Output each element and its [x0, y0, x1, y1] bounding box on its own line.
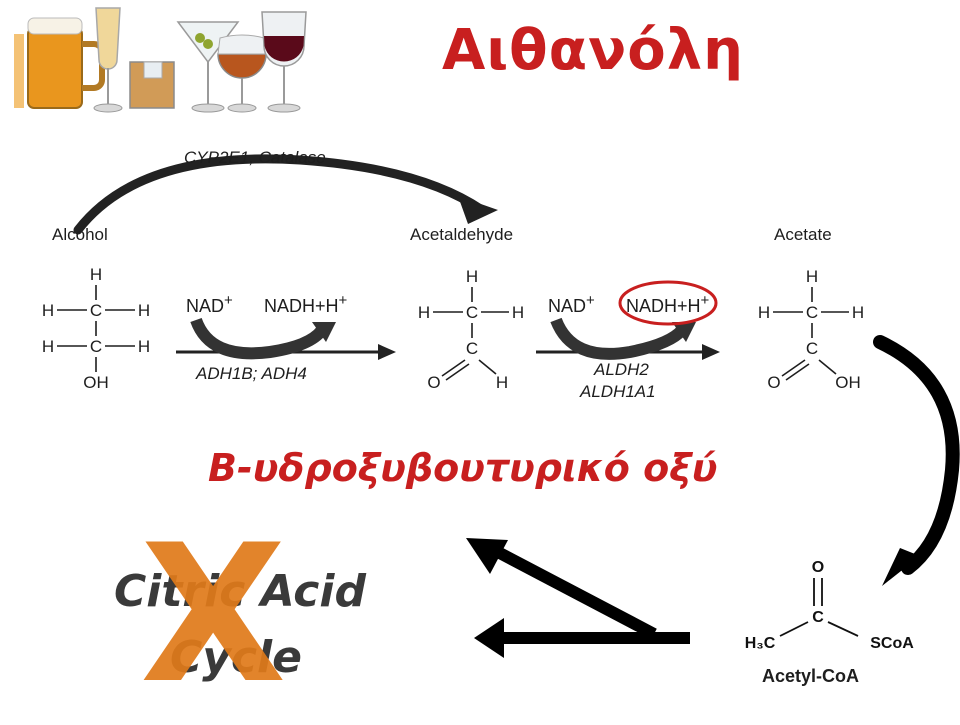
step2-enzyme-aldh1a1: ALDH1A1: [580, 382, 656, 401]
acetaldehyde-structure: H H C H C O H: [418, 267, 524, 392]
champagne-glass-icon: [93, 7, 123, 113]
atom-h3c: H₃C: [745, 635, 776, 652]
atom-c: C: [466, 303, 478, 322]
atom-h: H: [90, 265, 102, 284]
atom-h: H: [496, 373, 508, 392]
atom-h: H: [138, 301, 150, 320]
atom-scoa: SCoA: [870, 635, 914, 652]
atom-o: O: [812, 559, 824, 576]
cognac-glass-icon: [217, 34, 267, 113]
citric-cycle-line1: Citric Acid: [114, 566, 366, 617]
step2-nadh: NADH+H+: [626, 292, 710, 316]
whisky-glass-icon: [129, 61, 175, 109]
atom-c: C: [806, 339, 818, 358]
step1-nad: NAD+: [186, 292, 233, 316]
page-title: Αιθανόλη: [442, 18, 745, 83]
atom-o: O: [767, 373, 780, 392]
atom-oh: OH: [835, 373, 861, 392]
atom-h: H: [512, 303, 524, 322]
atom-h: H: [42, 301, 54, 320]
acetate-label: Acetate: [774, 225, 832, 244]
ethanol-structure: H H C H H C H OH: [42, 265, 150, 392]
atom-c: C: [466, 339, 478, 358]
atom-h: H: [466, 267, 478, 286]
atom-oh: OH: [83, 373, 109, 392]
atom-h: H: [42, 337, 54, 356]
atom-c: C: [812, 609, 824, 626]
acetyl-coa-structure: O C H₃C SCoA: [745, 559, 914, 652]
blocked-x-mark: X: [140, 504, 287, 725]
subtitle-bhb: Β-υδροξυβουτυρικό οξύ: [208, 446, 718, 490]
atom-h: H: [852, 303, 864, 322]
acetaldehyde-label: Acetaldehyde: [410, 225, 514, 244]
step2-enzyme-aldh2: ALDH2: [594, 360, 649, 379]
drinks-illustration: [14, 7, 307, 113]
atom-h: H: [758, 303, 770, 322]
step1-nadh: NADH+H+: [264, 292, 348, 316]
top-enzymes-label: CYP2E1, Catalase: [184, 148, 326, 167]
alcohol-label: Alcohol: [52, 225, 108, 244]
atom-h: H: [418, 303, 430, 322]
atom-o: O: [427, 373, 440, 392]
step1-enzymes: ADH1B; ADH4: [196, 364, 307, 383]
atom-h: H: [806, 267, 818, 286]
step2-nad: NAD+: [548, 292, 595, 316]
acetate-structure: H H C H C O OH: [758, 267, 864, 392]
atom-c: C: [90, 337, 102, 356]
beer-mug-icon: [14, 17, 105, 109]
atom-h: H: [138, 337, 150, 356]
acetyl-coa-label: Acetyl-CoA: [762, 666, 860, 686]
citric-cycle-line2: Cycle: [170, 632, 302, 683]
atom-c: C: [806, 303, 818, 322]
atom-c: C: [90, 301, 102, 320]
wine-glass-icon: [261, 11, 307, 113]
